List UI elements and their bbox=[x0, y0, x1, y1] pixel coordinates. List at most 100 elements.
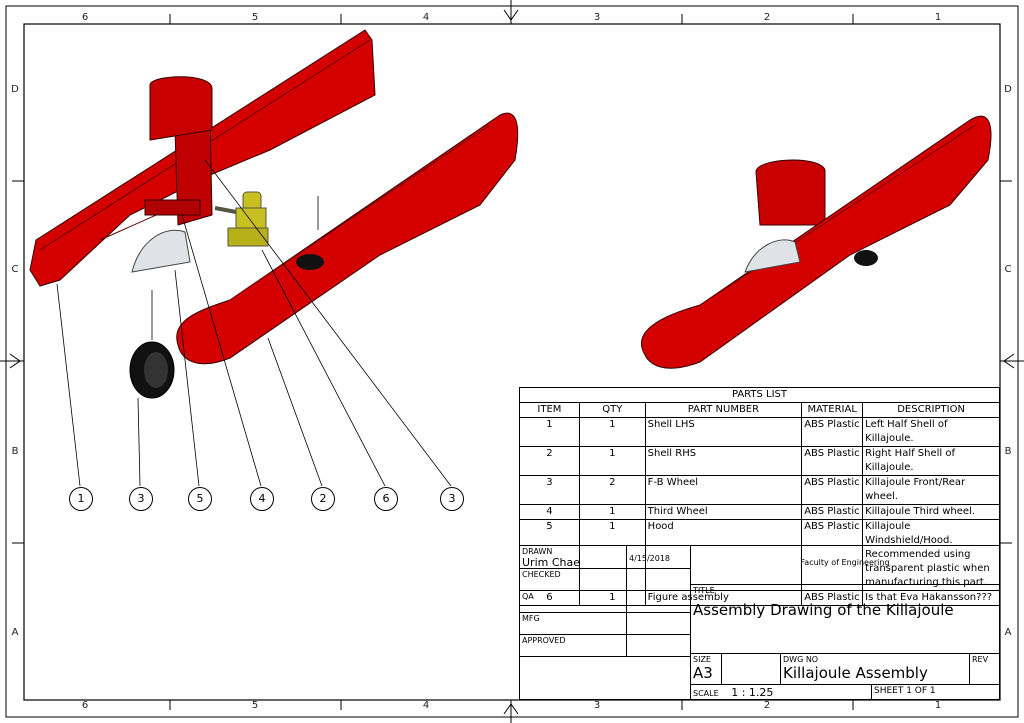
cell-material: ABS Plastic bbox=[801, 417, 864, 447]
blank-size-cell bbox=[721, 653, 781, 685]
dwg-cell: DWG NO Killajoule Assembly bbox=[780, 653, 970, 685]
zone-top-2: 2 bbox=[763, 12, 771, 23]
drawn-label: DRAWN bbox=[522, 547, 553, 556]
cell-item: 1 bbox=[519, 417, 580, 447]
dwg-label: DWG NO bbox=[783, 655, 819, 664]
scale-value: 1 : 1.25 bbox=[731, 686, 774, 699]
size-label: SIZE bbox=[693, 655, 711, 664]
zone-right-c: C bbox=[1004, 264, 1012, 275]
qa-date-cell bbox=[626, 590, 691, 613]
zone-right-b: B bbox=[1004, 446, 1012, 457]
cell-part: F-B Wheel bbox=[644, 475, 803, 505]
zone-bottom-1: 1 bbox=[934, 700, 942, 711]
balloon-item-3b: 3 bbox=[440, 487, 464, 511]
shell-lhs-part bbox=[29, 29, 376, 287]
hood-part bbox=[131, 229, 191, 273]
drawing-title: Assembly Drawing of the Killajoule bbox=[693, 601, 954, 619]
zone-bottom-5: 5 bbox=[251, 700, 259, 711]
qa-label: QA bbox=[519, 590, 627, 613]
parts-list-header: ITEM QTY PART NUMBER MATERIAL DESCRIPTIO… bbox=[519, 402, 1000, 418]
cell-desc: Right Half Shell of Killajoule. bbox=[862, 446, 1000, 476]
cell-desc: Is that Eva Hakansson??? bbox=[862, 590, 1000, 606]
figure-assembly-part bbox=[214, 191, 269, 247]
cell-item: 2 bbox=[519, 446, 580, 476]
zone-bottom-2: 2 bbox=[763, 700, 771, 711]
cell-part: Shell LHS bbox=[644, 417, 803, 447]
rev-label: REV bbox=[969, 653, 1000, 685]
zone-top-4: 4 bbox=[422, 12, 430, 23]
cell-qty: 1 bbox=[578, 504, 646, 520]
cell-item: 3 bbox=[519, 475, 580, 505]
zone-right-d: D bbox=[1004, 84, 1012, 95]
shell-rhs-part bbox=[176, 112, 519, 365]
scale-label: SCALE bbox=[693, 689, 719, 698]
size-cell: SIZE A3 bbox=[690, 653, 722, 685]
cell-material: ABS Plastic bbox=[801, 475, 864, 505]
zone-right-a: A bbox=[1004, 627, 1012, 638]
cell-material: ABS Plastic bbox=[801, 504, 864, 520]
header-qty: QTY bbox=[578, 402, 646, 418]
mfg-date-cell bbox=[626, 612, 691, 635]
sheet-number: SHEET 1 OF 1 bbox=[871, 684, 1000, 700]
wheel-part bbox=[129, 341, 175, 399]
balloon-item-3a: 3 bbox=[129, 487, 153, 511]
cell-qty: 1 bbox=[578, 590, 646, 606]
header-material: MATERIAL bbox=[801, 402, 864, 418]
zone-top-6: 6 bbox=[81, 12, 89, 23]
zone-top-5: 5 bbox=[251, 12, 259, 23]
dwg-number: Killajoule Assembly bbox=[783, 664, 928, 682]
zone-bottom-4: 4 bbox=[422, 700, 430, 711]
approved-label: APPROVED bbox=[519, 634, 627, 657]
drawn-by: Urim Chae bbox=[522, 556, 581, 569]
cell-desc: Killajoule Windshield/Hood. Recommended … bbox=[862, 519, 1000, 591]
zone-bottom-3: 3 bbox=[593, 700, 601, 711]
zone-top-1: 1 bbox=[934, 12, 942, 23]
header-part-number: PART NUMBER bbox=[644, 402, 803, 418]
header-description: DESCRIPTION bbox=[862, 402, 1000, 418]
table-row: 6 1 Figure assembly ABS Plastic Is that … bbox=[519, 590, 1000, 606]
cell-item: 6 bbox=[519, 590, 580, 606]
balloon-item-4: 4 bbox=[250, 487, 274, 511]
table-row: 1 1 Shell LHS ABS Plastic Left Half Shel… bbox=[519, 417, 1000, 447]
cell-material: ABS Plastic bbox=[801, 519, 864, 591]
cell-material: ABS Plastic bbox=[801, 446, 864, 476]
parts-list-table: PARTS LIST ITEM QTY PART NUMBER MATERIAL… bbox=[519, 387, 1000, 606]
assembled-view bbox=[640, 115, 992, 369]
zone-left-a: A bbox=[11, 627, 19, 638]
zone-left-b: B bbox=[11, 446, 19, 457]
drawn-date: 4/15/2018 bbox=[626, 545, 691, 569]
balloon-item-1: 1 bbox=[69, 487, 93, 511]
checked-label: CHECKED bbox=[519, 568, 627, 591]
cell-desc: Killajoule Third wheel. bbox=[862, 504, 1000, 520]
cell-desc: Left Half Shell of Killajoule. bbox=[862, 417, 1000, 447]
approved-date-cell bbox=[626, 634, 691, 657]
cell-part: Shell RHS bbox=[644, 446, 803, 476]
cell-qty: 1 bbox=[578, 519, 646, 591]
table-row: 3 2 F-B Wheel ABS Plastic Killajoule Fro… bbox=[519, 475, 1000, 505]
zone-bottom-6: 6 bbox=[81, 700, 89, 711]
title-cell: TITLE Assembly Drawing of the Killajoule bbox=[690, 584, 1000, 654]
zone-top-3: 3 bbox=[593, 12, 601, 23]
cell-qty: 1 bbox=[578, 446, 646, 476]
table-row: 4 1 Third Wheel ABS Plastic Killajoule T… bbox=[519, 504, 1000, 520]
cell-part: Hood bbox=[644, 519, 803, 591]
parts-list-title: PARTS LIST bbox=[519, 387, 1000, 403]
balloon-item-5: 5 bbox=[188, 487, 212, 511]
cell-material: ABS Plastic bbox=[801, 590, 864, 606]
cell-qty: 1 bbox=[578, 417, 646, 447]
cell-desc: Killajoule Front/Rear wheel. bbox=[862, 475, 1000, 505]
zone-left-c: C bbox=[11, 264, 19, 275]
drawn-cell: DRAWN Urim Chae bbox=[519, 545, 627, 569]
table-row: 5 1 Hood ABS Plastic Killajoule Windshie… bbox=[519, 519, 1000, 591]
mfg-label: MFG bbox=[519, 612, 627, 635]
table-row: 2 1 Shell RHS ABS Plastic Right Half She… bbox=[519, 446, 1000, 476]
balloon-item-6: 6 bbox=[374, 487, 398, 511]
checked-date-cell bbox=[626, 568, 691, 591]
scale-cell: SCALE 1 : 1.25 bbox=[690, 684, 872, 700]
cell-part: Third Wheel bbox=[644, 504, 803, 520]
balloon-item-2: 2 bbox=[311, 487, 335, 511]
title-label: TITLE bbox=[693, 586, 715, 595]
cell-qty: 2 bbox=[578, 475, 646, 505]
